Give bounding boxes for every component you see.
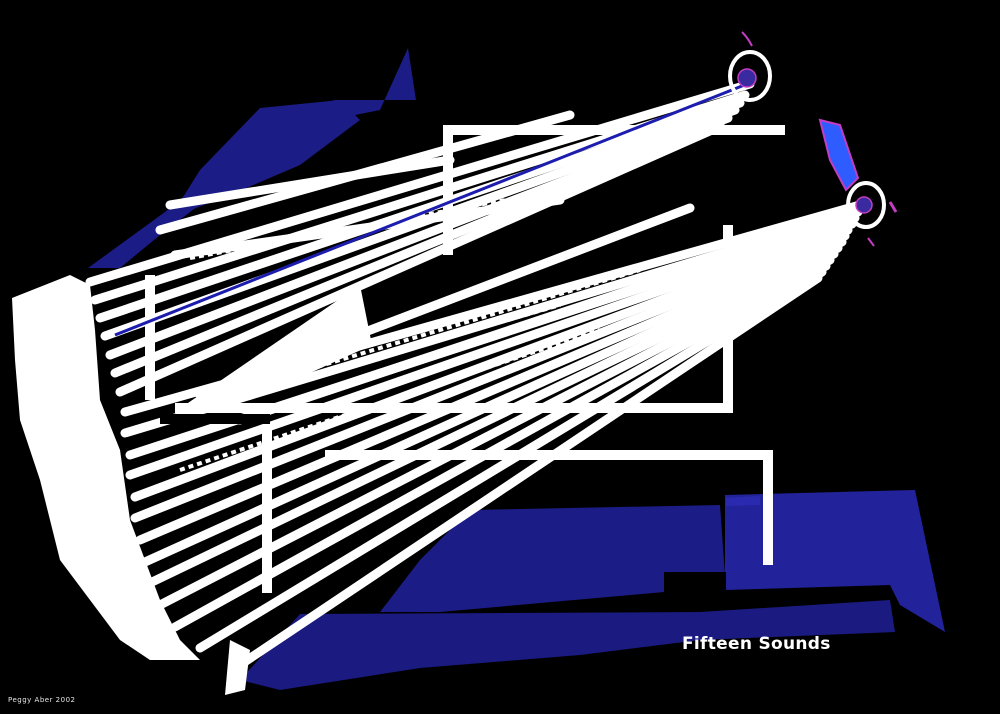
white-wedge (185, 285, 372, 405)
upper-blue-shapes (88, 48, 416, 268)
dashed-strokes (179, 188, 641, 472)
artist-signature: Peggy Aber 2002 (8, 696, 76, 704)
artwork-title: Fifteen Sounds (682, 634, 831, 654)
lower-blue-shapes (240, 490, 945, 690)
blue-diagonal-line (114, 80, 753, 337)
upper-fan-strokes (85, 79, 755, 397)
upper-eye (728, 31, 772, 102)
right-eye (818, 118, 898, 247)
black-bars (160, 414, 726, 590)
